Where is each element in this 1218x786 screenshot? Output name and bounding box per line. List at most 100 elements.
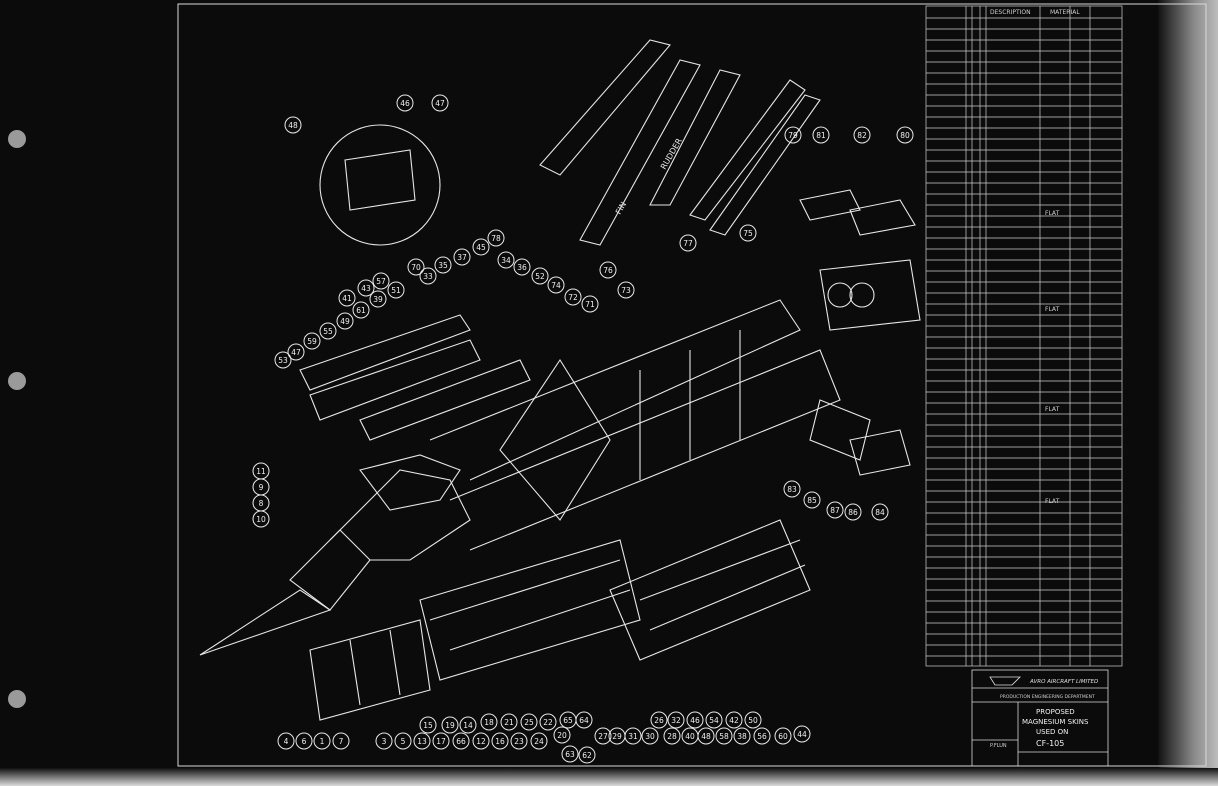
callout-circle bbox=[369, 290, 387, 308]
callout-balloon: 48 bbox=[284, 116, 302, 134]
callout-number: 87 bbox=[830, 506, 840, 515]
callout-number: 83 bbox=[787, 485, 797, 494]
title-block bbox=[971, 669, 1109, 767]
callout-number: 55 bbox=[323, 327, 333, 336]
callout-number: 12 bbox=[476, 737, 486, 746]
callout-balloon: 87 bbox=[826, 501, 844, 519]
callout-number: 43 bbox=[361, 284, 371, 293]
callout-balloon: 76 bbox=[599, 261, 617, 279]
callout-circle bbox=[332, 732, 350, 750]
callout-circle bbox=[434, 256, 452, 274]
callout-number: 80 bbox=[900, 131, 910, 140]
callout-number: 62 bbox=[582, 751, 592, 760]
callout-number: 47 bbox=[435, 99, 445, 108]
callout-number: 76 bbox=[603, 266, 613, 275]
callout-balloon: 19 bbox=[441, 716, 459, 734]
callout-balloon: 78 bbox=[487, 229, 505, 247]
callout-balloon: 16 bbox=[491, 732, 509, 750]
callout-balloon: 22 bbox=[539, 713, 557, 731]
callout-balloon: 5 bbox=[394, 732, 412, 750]
callout-circle bbox=[472, 732, 490, 750]
callout-circle bbox=[594, 727, 612, 745]
callout-balloon: 81 bbox=[812, 126, 830, 144]
callout-balloon: 46 bbox=[396, 94, 414, 112]
callout-circle bbox=[686, 711, 704, 729]
callout-balloon: 73 bbox=[617, 281, 635, 299]
callout-balloon: 34 bbox=[497, 251, 515, 269]
callout-balloon: 46 bbox=[686, 711, 704, 729]
callout-number: 38 bbox=[737, 732, 747, 741]
callout-number: 22 bbox=[543, 718, 553, 727]
callout-number: 52 bbox=[535, 272, 545, 281]
callout-number: 36 bbox=[517, 263, 527, 272]
callout-balloon: 48 bbox=[697, 727, 715, 745]
callout-number: 16 bbox=[495, 737, 505, 746]
callout-balloon: 60 bbox=[774, 727, 792, 745]
callout-balloon: 82 bbox=[853, 126, 871, 144]
callout-number: 51 bbox=[391, 286, 401, 295]
callout-balloon: 32 bbox=[667, 711, 685, 729]
callout-circle bbox=[667, 711, 685, 729]
callout-number: 7 bbox=[339, 737, 344, 746]
table-note: FLAT bbox=[1045, 306, 1060, 313]
callout-balloon: 40 bbox=[681, 727, 699, 745]
callout-balloon: 50 bbox=[744, 711, 762, 729]
callout-circle bbox=[530, 732, 548, 750]
callout-number: 56 bbox=[757, 732, 767, 741]
callout-number: 60 bbox=[778, 732, 788, 741]
callout-circle bbox=[287, 343, 305, 361]
callout-balloon: 62 bbox=[578, 746, 596, 764]
callout-circle bbox=[295, 732, 313, 750]
callout-number: 11 bbox=[256, 467, 266, 476]
callout-number: 27 bbox=[598, 732, 608, 741]
callout-number: 72 bbox=[568, 293, 578, 302]
callout-number: 47 bbox=[291, 348, 301, 357]
callout-circle bbox=[520, 713, 538, 731]
callout-number: 75 bbox=[743, 229, 753, 238]
callout-balloon: 39 bbox=[369, 290, 387, 308]
binder-hole bbox=[8, 372, 26, 390]
table-note: FLAT bbox=[1045, 406, 1060, 413]
callout-balloon: 25 bbox=[520, 713, 538, 731]
callout-circle bbox=[453, 248, 471, 266]
binder-hole bbox=[8, 690, 26, 708]
rudder-label: RUDDER bbox=[659, 136, 684, 171]
callout-number: 5 bbox=[401, 737, 406, 746]
callout-circle bbox=[513, 258, 531, 276]
callout-number: 46 bbox=[400, 99, 410, 108]
binder-hole bbox=[8, 130, 26, 148]
callout-circle bbox=[663, 727, 681, 745]
callout-number: 58 bbox=[719, 732, 729, 741]
callout-circle bbox=[497, 251, 515, 269]
callout-balloon: 72 bbox=[564, 288, 582, 306]
parts-list-table bbox=[925, 5, 1123, 667]
callout-circle bbox=[284, 116, 302, 134]
callout-balloon: 3 bbox=[375, 732, 393, 750]
callout-balloon: 31 bbox=[624, 727, 642, 745]
callout-balloon: 6 bbox=[295, 732, 313, 750]
title-line-3: USED ON bbox=[1036, 728, 1068, 736]
company-name: AVRO AIRCRAFT LIMITED bbox=[1029, 679, 1098, 685]
callout-number: 1 bbox=[320, 737, 325, 746]
callout-balloon: 15 bbox=[419, 716, 437, 734]
table-note: FLAT bbox=[1045, 210, 1060, 217]
exploded-airframe bbox=[199, 39, 921, 721]
callout-number: 18 bbox=[484, 718, 494, 727]
callout-balloon: 38 bbox=[733, 727, 751, 745]
callout-balloon: 66 bbox=[452, 732, 470, 750]
callout-balloon: 10 bbox=[252, 510, 270, 528]
callout-balloon: 11 bbox=[252, 462, 270, 480]
table-header-description: DESCRIPTION bbox=[990, 9, 1031, 16]
callout-circle bbox=[352, 301, 370, 319]
callout-number: 6 bbox=[302, 737, 307, 746]
callout-number: 65 bbox=[563, 716, 573, 725]
callout-balloon: 61 bbox=[352, 301, 370, 319]
callout-number: 13 bbox=[417, 737, 427, 746]
callout-balloon: 42 bbox=[725, 711, 743, 729]
callout-circle bbox=[733, 727, 751, 745]
paper-edge bbox=[1158, 0, 1218, 786]
callout-balloon: 52 bbox=[531, 267, 549, 285]
callout-circle bbox=[564, 288, 582, 306]
callout-number: 41 bbox=[342, 294, 352, 303]
